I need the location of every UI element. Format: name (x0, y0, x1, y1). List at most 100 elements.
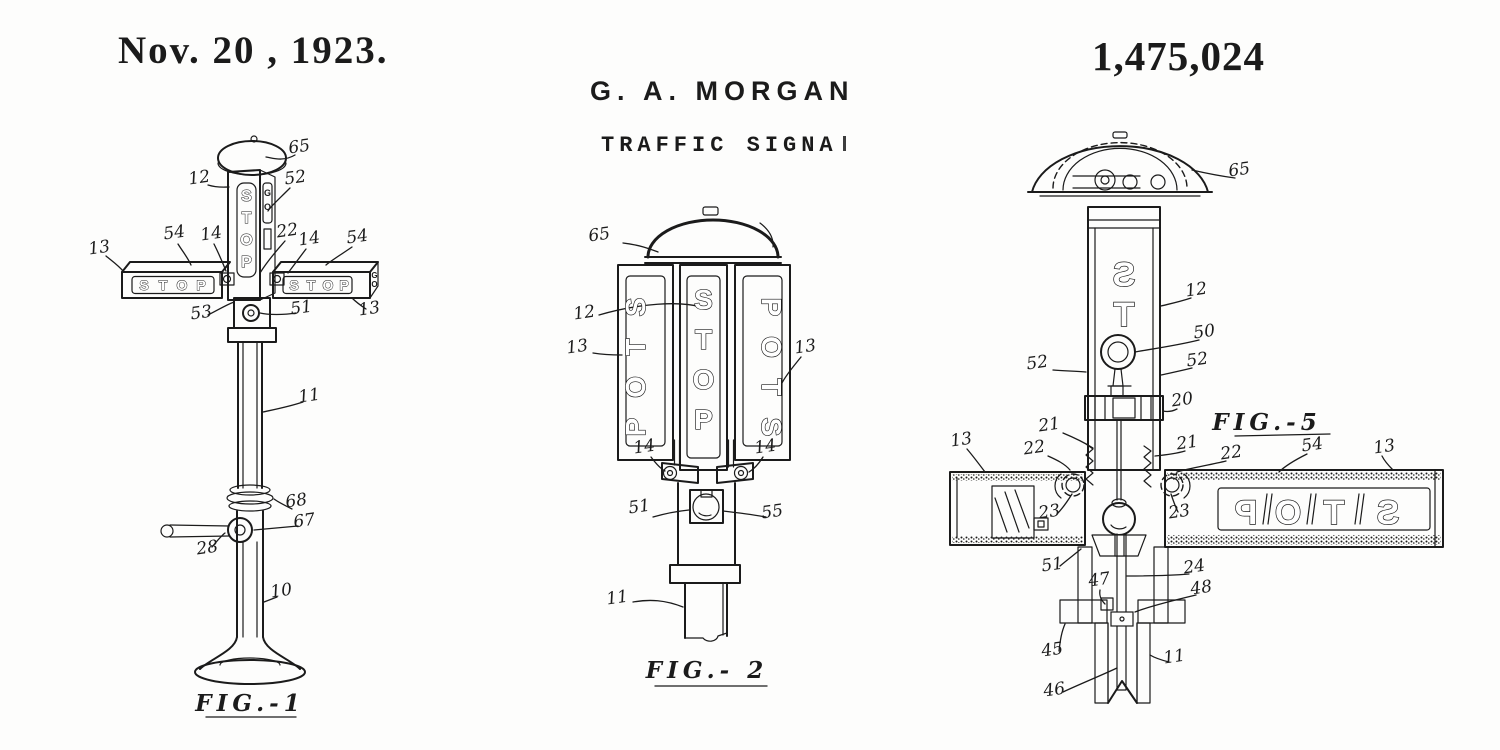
ref-label-21: 21 (1036, 414, 1061, 437)
fig1-collar-and-crank (160, 484, 274, 543)
sign-letter-O: O (693, 364, 715, 395)
ref-label-48: 48 (1188, 577, 1213, 600)
ref-label-52: 52 (283, 167, 307, 190)
fig1-hub (227, 297, 277, 343)
fig3-caption: FIG.-5 (1211, 409, 1321, 436)
ref-label-51: 51 (627, 496, 651, 519)
ref-label-13: 13 (565, 336, 589, 359)
sign-letter-S: S (694, 284, 713, 315)
ref-label-13: 13 (87, 237, 111, 260)
inventor-name: G. A. MORGAN (590, 76, 855, 106)
ref-label-12: 12 (187, 167, 211, 190)
ref-label-54: 54 (1300, 434, 1324, 457)
sign-letter-G: G (264, 188, 271, 198)
sign-letter-T: T (242, 210, 252, 227)
ref-label-53: 53 (189, 302, 213, 325)
fig2-striker-housing (677, 482, 736, 566)
fig1-cross-arms (121, 261, 379, 299)
ref-label-28: 28 (194, 537, 219, 560)
ref-label-14: 14 (753, 436, 777, 459)
ref-label-13: 13 (357, 298, 381, 321)
ref-label-46: 46 (1041, 679, 1066, 702)
sign-letter-S: S (620, 298, 651, 317)
fig2-pivot-brackets (661, 439, 754, 484)
ref-label-65: 65 (287, 136, 311, 159)
ref-label-65: 65 (1227, 159, 1251, 182)
fig2-leader-lines (592, 242, 802, 608)
ref-label-11: 11 (605, 587, 629, 610)
ref-label-55: 55 (760, 501, 784, 524)
sign-letter-T: T (307, 277, 316, 293)
fig1-head-column (227, 169, 276, 301)
ref-label-54: 54 (162, 222, 186, 245)
sign-letter-T: T (159, 277, 168, 293)
ref-label-65: 65 (587, 224, 611, 247)
fig1-dome (217, 135, 287, 176)
sign-letter-T: T (756, 378, 787, 395)
sign-letter-P: P (1235, 494, 1258, 532)
sign-letter-S: S (139, 277, 148, 293)
ref-label-51: 51 (1040, 554, 1064, 577)
sign-letter-O: O (240, 232, 252, 249)
ref-label-11: 11 (1162, 646, 1186, 669)
sign-letter-S: S (241, 188, 252, 205)
ref-label-50: 50 (1192, 321, 1216, 344)
sign-letter-P: P (756, 298, 787, 317)
ref-label-52: 52 (1025, 352, 1049, 375)
sign-letter-O: O (371, 280, 377, 289)
ref-label-22: 22 (1218, 442, 1243, 465)
fig2-stop-panels (617, 264, 791, 471)
sign-letter-P: P (694, 404, 713, 435)
fig1-lower-pole-and-base (194, 510, 306, 685)
ref-label-23: 23 (1036, 501, 1061, 524)
fig3-leader-lines (966, 169, 1394, 693)
ref-label-54: 54 (345, 226, 369, 249)
sign-letter-P: P (339, 277, 348, 293)
fig2-bell (644, 206, 782, 264)
ref-label-12: 12 (1184, 279, 1208, 302)
sign-letter-O: O (264, 202, 271, 212)
fig1-caption: FIG.-1 (194, 690, 304, 717)
sign-letter-P: P (196, 277, 205, 293)
ref-label-20: 20 (1169, 389, 1194, 412)
sign-letter-O: O (756, 336, 787, 358)
ref-label-52: 52 (1185, 349, 1209, 372)
ref-label-14: 14 (297, 228, 321, 251)
sign-letter-T: T (1113, 296, 1134, 334)
patent-number: 1,475,024 (1092, 33, 1265, 79)
fig3-lower-housing (1059, 533, 1186, 704)
fig3-ratchets-and-springs (1054, 443, 1191, 499)
sign-letter-O: O (1275, 494, 1301, 532)
patent-date: Nov. 20 , 1923. (118, 29, 389, 72)
ref-label-10: 10 (269, 580, 293, 603)
fig3-left-arm (949, 471, 1086, 546)
sign-letter-S: S (756, 418, 787, 437)
sign-letter-S: S (1113, 256, 1136, 294)
ref-label-14: 14 (199, 223, 223, 246)
fig3-caption-underline (1234, 433, 1331, 437)
ref-label-67: 67 (292, 510, 316, 533)
ref-label-21: 21 (1174, 432, 1199, 455)
fig3-dome (1027, 131, 1213, 197)
sign-letter-G: G (371, 271, 377, 280)
ref-label-23: 23 (1166, 501, 1191, 524)
ref-label-51: 51 (289, 297, 313, 320)
fig2-caption: FIG.- 2 (645, 657, 768, 684)
sign-letter-T: T (620, 338, 651, 355)
ref-label-14: 14 (632, 436, 656, 459)
sign-letter-O: O (620, 376, 651, 398)
ref-label-12: 12 (572, 302, 596, 325)
sign-letter-P: P (620, 418, 651, 437)
patent-title: TRAFFIC SIGNA (601, 133, 846, 158)
ref-label-22: 22 (274, 220, 299, 243)
